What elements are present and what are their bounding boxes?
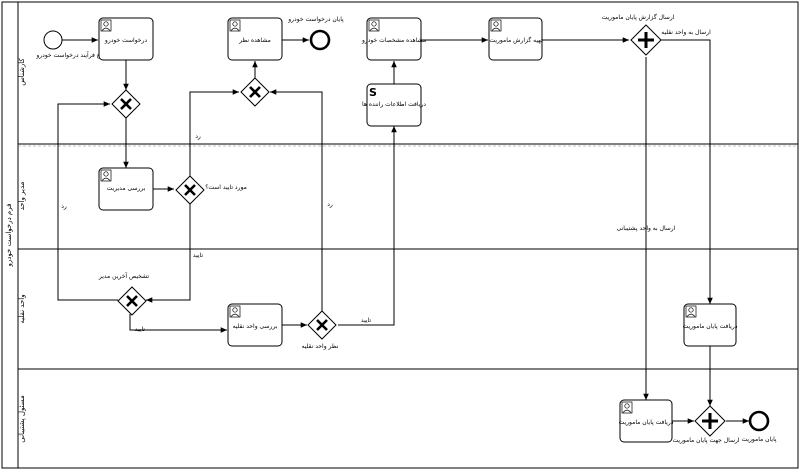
task-label: مشاهده مشخصات خودرو — [361, 37, 426, 44]
gateway-approved — [175, 175, 205, 205]
flow-label: ارسال به واحد نقلیه — [661, 29, 711, 36]
task-request-car: درخواست خودرو — [98, 17, 154, 61]
end-event-label: پایان ماموریت — [741, 436, 776, 443]
flow-label: تایید — [135, 326, 145, 333]
lane-label: واحد نقلیه — [18, 294, 26, 323]
flow-label: ارسال گزارش پایان ماموریت — [602, 13, 675, 21]
task-receive-end-transport: دریافت پایان ماموریت — [683, 303, 738, 347]
gateway-label: مورد تایید است؟ — [205, 184, 247, 191]
task-label: درخواست خودرو — [104, 37, 147, 44]
task-transport-review: بررسی واحد نقلیه — [227, 303, 283, 347]
task-view-car-specs: مشاهده مشخصات خودرو — [361, 17, 426, 61]
start-event-label: شروع فرآیند درخواست خودرو — [35, 50, 111, 59]
flow-label: ارسال به واحد پشتیبانی — [617, 225, 676, 232]
task-label: بررسی واحد نقلیه — [233, 323, 278, 330]
gateway-last-manager — [117, 286, 147, 316]
gateway-transport-opinion — [307, 310, 337, 340]
task-view-result: مشاهده نظر — [227, 17, 283, 61]
task-label: بررسی مدیریت — [107, 185, 146, 192]
script-icon: S — [369, 86, 377, 99]
flow-label: رد — [195, 133, 201, 140]
task-label: دریافت اطلاعات راننده ها — [362, 101, 426, 108]
lane-label: مدیر واحد — [18, 181, 26, 210]
gateway-exclusive — [240, 77, 270, 107]
flow-label: ارسال جهت پایان ماموریت — [672, 437, 739, 444]
gateway-parallel-split — [630, 24, 662, 56]
sequence-flows — [57, 37, 749, 424]
flow-label: رد — [327, 201, 333, 208]
end-event — [748, 410, 770, 432]
gateway-label: نظر واحد نقلیه — [302, 343, 339, 350]
task-manager-review: بررسی مدیریت — [98, 167, 154, 211]
task-label: تهیه گزارش ماموریت — [489, 36, 542, 44]
flow-label: رد — [61, 203, 67, 210]
task-receive-end-support: دریافت پایان ماموریت — [619, 399, 674, 443]
flow-label: تایید — [361, 317, 371, 324]
end-event-label: پایان درخواست خودرو — [287, 16, 344, 23]
task-mission-report: تهیه گزارش ماموریت — [488, 17, 543, 61]
task-label: دریافت پایان ماموریت — [619, 419, 674, 426]
task-label: مشاهده نظر — [238, 37, 271, 44]
lane-label: مسئول پشتیبانی — [18, 395, 26, 443]
pool-label: فرم درخواست خودرو — [5, 204, 13, 268]
task-label: دریافت پایان ماموریت — [683, 323, 738, 330]
gateway-exclusive — [111, 89, 141, 119]
gateway-parallel-join — [694, 405, 726, 437]
start-event — [43, 30, 63, 50]
flow-label: تایید — [193, 252, 203, 259]
lane-label: کارشناس — [18, 58, 26, 86]
gateway-label: تشخیص آخرین مدیر — [98, 271, 149, 280]
task-get-driver-info: S دریافت اطلاعات راننده ها — [362, 83, 426, 127]
end-event — [309, 29, 331, 51]
